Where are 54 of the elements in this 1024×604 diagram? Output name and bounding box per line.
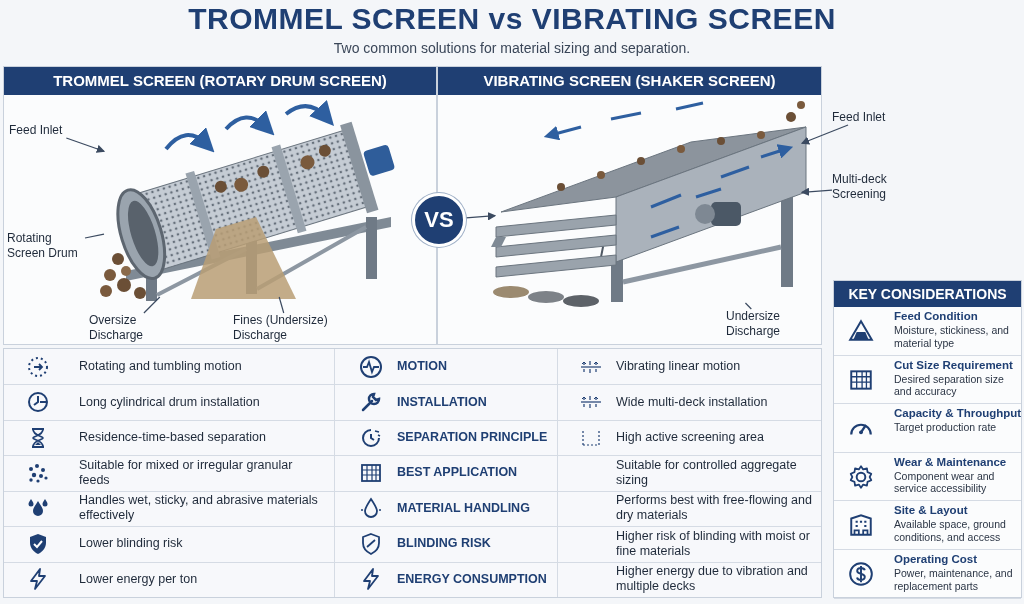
leader-line: [278, 296, 285, 314]
comparison-text: Handles wet, sticky, and abrasive materials effectively: [79, 492, 319, 525]
comparison-text: Rotating and tumbling motion: [79, 358, 243, 376]
comparison-text: Residence-time-based separation: [79, 429, 267, 447]
callout-label: Feed Inlet: [9, 123, 81, 138]
consideration-heading: Cut Size Requirement: [894, 358, 1013, 371]
leader-line: [465, 212, 497, 221]
comparison-text: Wide multi-deck installation: [616, 393, 769, 411]
panel-heading: TROMMEL SCREEN (ROTARY DRUM SCREEN): [4, 67, 436, 95]
comparison-text: Suitable for mixed or irregular granular feeds: [79, 457, 294, 489]
consideration-heading: Site & Layout: [894, 504, 968, 517]
comparison-text: Lower energy per ton: [79, 570, 199, 588]
leader-line: [65, 137, 106, 153]
comparison-text: Long cylindrical drum installation: [79, 393, 261, 411]
leader-line: [800, 187, 833, 196]
leader-line: [84, 233, 105, 239]
callout-label: Fines (Undersize) Discharge: [233, 313, 343, 343]
consideration-text: Moisture, stickiness, and material type: [894, 324, 1010, 349]
comparison-text: High active screening area: [616, 429, 765, 447]
callout-label: Multi-deck Screening: [832, 172, 912, 202]
consideration-text: Available space, ground conditions, and access: [894, 518, 1007, 544]
consideration-heading: Operating Cost: [894, 553, 978, 565]
subtitle: Two common solutions for material sizing and separation.: [332, 40, 692, 56]
callout-label: Rotating Screen Drum: [7, 231, 85, 261]
criterion-label: BEST APPLICATION: [397, 464, 519, 482]
comparison-text: Vibrating linear motion: [616, 358, 742, 376]
leader-line: [744, 302, 752, 310]
consideration-text: Desired separation size and accuracy: [894, 372, 1005, 398]
leader-line: [800, 124, 849, 145]
criterion-label: BLINDING RISK: [397, 535, 492, 553]
comparison-text: Suitable for controlled aggregate sizing: [616, 457, 798, 489]
panel-heading: KEY CONSIDERATIONS: [834, 281, 1021, 307]
criterion-label: INSTALLATION: [397, 393, 488, 411]
consideration-text: Target production rate: [894, 421, 998, 434]
comparison-text: Higher energy due to vibration and multiple decks: [616, 563, 809, 596]
consideration-text: Power, maintenance, and replacement parts: [894, 567, 1014, 592]
criterion-label: MATERIAL HANDLING: [397, 499, 531, 517]
comparison-text: Lower blinding risk: [79, 535, 184, 553]
callout-label: Feed Inlet: [832, 110, 902, 125]
leader-line: [143, 296, 161, 314]
panel-heading: VIBRATING SCREEN (SHAKER SCREEN): [438, 67, 821, 95]
consideration-heading: Wear & Maintenance: [894, 455, 1007, 468]
title: TROMMEL SCREEN vs VIBRATING SCREEN: [187, 2, 837, 36]
callout-label: Oversize Discharge: [89, 313, 169, 343]
callout-label: Undersize Discharge: [726, 309, 806, 339]
considerations-panel: [833, 280, 1022, 598]
consideration-heading: Capacity & Throughput: [894, 407, 1022, 420]
consideration-text: Component wear and service accessibility: [894, 469, 996, 495]
comparison-text: Higher risk of blinding with moist or fine materials: [616, 527, 811, 560]
criterion-label: SEPARATION PRINCIPLE: [397, 429, 549, 447]
criterion-label: MOTION: [397, 358, 448, 376]
consideration-heading: Feed Condition: [894, 310, 978, 322]
criterion-label: ENERGY CONSUMPTION: [397, 570, 548, 588]
comparison-text: Performs best with free-flowing and dry materials: [616, 492, 813, 525]
